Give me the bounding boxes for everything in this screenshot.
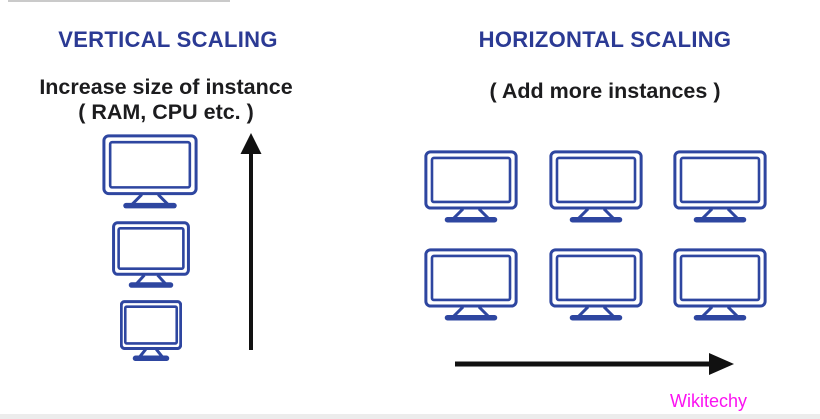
right-arrow-icon xyxy=(453,351,735,377)
vertical-scaling-title: VERTICAL SCALING xyxy=(58,27,278,52)
vertical-scaling-subtitle-line1: Increase size of instance xyxy=(39,75,293,99)
monitor-icon xyxy=(673,150,767,223)
vertical-scaling-subtitle: Increase size of instance ( RAM, CPU etc… xyxy=(16,75,316,125)
monitor-icon-large xyxy=(102,134,198,209)
bottom-edge-strip xyxy=(0,414,820,419)
vertical-scaling-subtitle-line2: ( RAM, CPU etc. ) xyxy=(78,100,254,124)
horizontal-scaling-subtitle: ( Add more instances ) xyxy=(489,79,721,103)
up-arrow-icon xyxy=(238,132,264,354)
monitor-icon xyxy=(549,248,643,321)
monitor-icon-small xyxy=(120,300,182,361)
monitor-icon xyxy=(424,248,518,321)
horizontal-scaling-title: HORIZONTAL SCALING xyxy=(478,27,732,52)
top-edge-artifact xyxy=(8,0,230,2)
monitor-icon xyxy=(549,150,643,223)
monitor-icon xyxy=(424,150,518,223)
watermark-text: Wikitechy xyxy=(670,391,748,411)
monitor-icon xyxy=(673,248,767,321)
monitor-icon-medium xyxy=(112,221,190,288)
